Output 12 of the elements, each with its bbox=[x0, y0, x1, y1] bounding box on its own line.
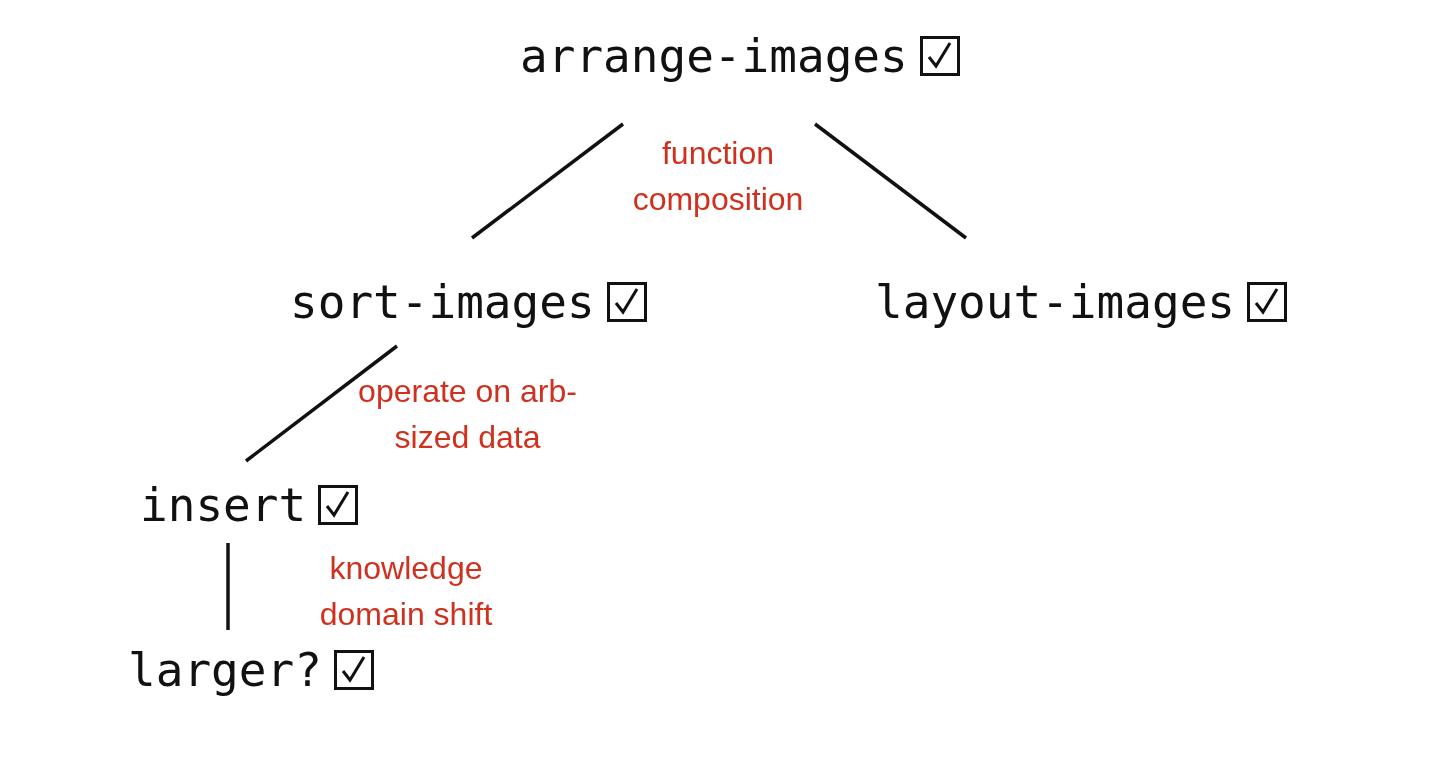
connector-line bbox=[813, 122, 968, 240]
annotation-text: function composition bbox=[631, 134, 805, 219]
connector-line bbox=[470, 122, 625, 240]
annotation-text: operate on arb-sized data bbox=[357, 372, 578, 457]
function-name: sort-images bbox=[290, 274, 595, 330]
function-name: insert bbox=[140, 477, 307, 533]
connector-line bbox=[244, 344, 399, 463]
function-name: larger? bbox=[128, 642, 322, 698]
function-name: layout-images bbox=[875, 274, 1236, 330]
connector-line bbox=[226, 543, 230, 630]
function-name: arrange-images bbox=[520, 28, 908, 84]
annotation-text: knowledge domain shift bbox=[318, 549, 494, 634]
